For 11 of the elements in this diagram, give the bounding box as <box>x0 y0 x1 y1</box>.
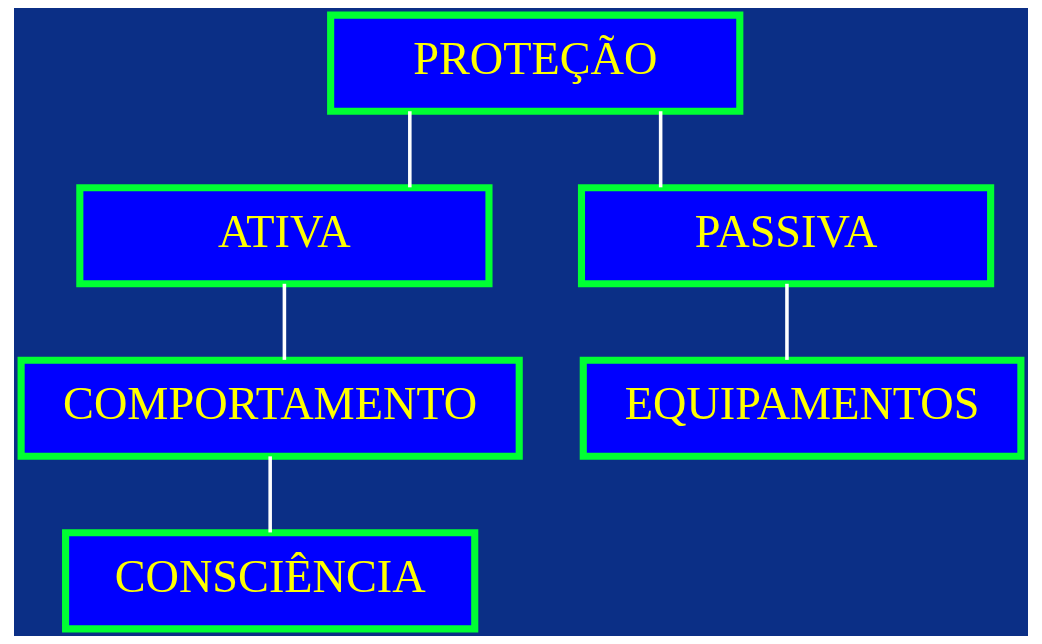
connector <box>785 283 789 360</box>
node-box: COMPORTAMENTO <box>17 356 523 460</box>
node-box: PROTEÇÃO <box>327 11 744 115</box>
connector <box>282 283 287 360</box>
node-box: ATIVA <box>76 184 493 288</box>
connector <box>658 111 663 188</box>
node-box: PASSIVA <box>577 184 995 288</box>
node-box: EQUIPAMENTOS <box>579 356 1025 460</box>
node-box: CONSCIÊNCIA <box>62 529 479 633</box>
connector <box>268 456 272 533</box>
connector <box>408 111 412 188</box>
